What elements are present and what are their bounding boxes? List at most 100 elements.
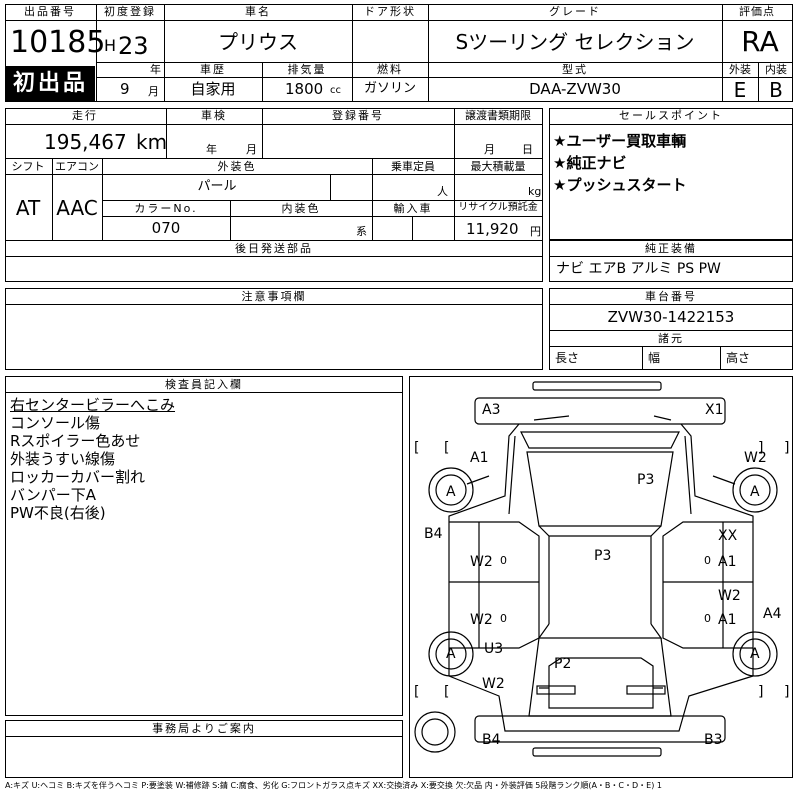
sales-point-section	[549, 108, 793, 240]
era: H	[104, 36, 117, 55]
dims-label: 諸元	[658, 332, 684, 345]
damage-mark: 0	[500, 554, 507, 567]
damage-mark: A	[750, 646, 760, 662]
history-label: 車歴	[200, 63, 226, 76]
damage-mark: A	[750, 484, 760, 500]
regno-label: 登録番号	[332, 109, 384, 122]
damage-mark: W2	[470, 554, 493, 570]
bracket: [	[414, 440, 420, 456]
damage-mark: W2	[718, 588, 741, 604]
sales-label: セールスポイント	[619, 109, 723, 122]
int-grade: B	[769, 78, 783, 102]
displacement-label: 排気量	[287, 63, 327, 76]
damage-mark: U3	[484, 641, 504, 657]
model: DAA-ZVW30	[529, 80, 621, 98]
sales-point-item: ★プッシュスタート	[553, 176, 687, 194]
caution-section	[5, 288, 543, 370]
door-label: ドア形状	[364, 5, 416, 18]
inspector-note: バンパー下A	[10, 486, 97, 504]
capacity-label: 乗車定員	[391, 160, 435, 173]
inspection-year: 年	[206, 143, 217, 156]
damage-mark: P2	[554, 656, 572, 672]
inspector-note: PW不良(右後)	[10, 504, 106, 522]
damage-mark: 0	[704, 612, 711, 625]
damage-mark: B3	[704, 732, 723, 748]
damage-mark: A	[446, 646, 456, 662]
transfer-day: 日	[522, 143, 533, 156]
year-number: 23	[118, 32, 149, 60]
ext-grade: E	[733, 78, 747, 102]
grade: Sツーリング セレクション	[455, 30, 695, 54]
month-unit: 月	[148, 85, 159, 98]
lot-number: 10185	[10, 25, 106, 60]
office-section	[5, 720, 403, 778]
color-no-label: カラーNo.	[134, 202, 198, 215]
score: RA	[741, 25, 779, 58]
inspector-notes-list: 右センタービラーへこみ コンソール傷 Rスポイラー色あせ 外装うすい線傷 ロッカ…	[10, 396, 175, 522]
exterior-color-label: 外装色	[217, 160, 257, 173]
chassis-number: ZVW30-1422153	[607, 308, 735, 326]
displacement: 1800	[285, 80, 324, 98]
score-label: 評価点	[739, 5, 775, 18]
color-no: 070	[151, 219, 181, 237]
bracket: [	[444, 440, 450, 456]
fuel: ガソリン	[363, 81, 417, 96]
equipment-section	[549, 240, 793, 282]
damage-mark: P3	[637, 472, 655, 488]
bracket: ]	[784, 440, 790, 456]
equipment-label: 純正装備	[645, 242, 697, 255]
car-name: プリウス	[218, 30, 298, 54]
recycle-unit: 円	[530, 225, 541, 238]
inspector-label: 検査員記入欄	[165, 378, 243, 391]
damage-mark: A1	[718, 554, 737, 570]
length-label: 長さ	[555, 351, 580, 365]
legend-text: A:キズ U:ヘコミ B:キズを伴うヘコミ P:要塗装 W:補修跡 S:錆 C:…	[5, 781, 662, 790]
damage-mark: A3	[482, 402, 501, 418]
damage-mark: B4	[424, 526, 443, 542]
reg-label: 初度登録	[104, 5, 156, 18]
damage-mark: W2	[482, 676, 505, 692]
shift: AT	[15, 196, 41, 220]
inspector-note: コンソール傷	[10, 414, 101, 432]
transfer-month: 月	[484, 143, 495, 156]
first-time-badge: 初出品	[6, 66, 95, 101]
recycle-amount: 11,920	[466, 220, 519, 238]
damage-mark: XX	[718, 528, 738, 544]
office-label: 事務局よりご案内	[152, 722, 256, 735]
damage-mark: W2	[744, 450, 767, 466]
ac: AAC	[56, 196, 98, 220]
interior-color-unit: 系	[356, 225, 367, 238]
width-label: 幅	[648, 351, 661, 365]
chassis-section	[549, 288, 793, 370]
damage-mark: 0	[500, 612, 507, 625]
height-label: 高さ	[726, 351, 751, 365]
damage-mark: P3	[594, 548, 612, 564]
lot-label: 出品番号	[24, 5, 76, 18]
sales-point-item: ★ユーザー買取車輌	[553, 132, 687, 150]
bracket: [	[414, 684, 420, 700]
caution-label: 注意事項欄	[241, 290, 307, 303]
mileage-label: 走行	[72, 109, 98, 122]
inspector-note: ロッカーカバー割れ	[10, 468, 146, 486]
bracket: ]	[758, 440, 764, 456]
recycle-label: リサイクル預託金	[458, 202, 538, 213]
damage-mark: A1	[470, 450, 489, 466]
mileage-unit: km	[136, 130, 168, 154]
grade-label: グレード	[549, 5, 601, 18]
ac-label: エアコン	[55, 160, 99, 173]
inspector-note: 外装うすい線傷	[10, 450, 116, 468]
damage-mark: A	[446, 484, 456, 500]
ext-label: 外装	[729, 63, 751, 76]
damage-mark: X1	[705, 402, 724, 418]
chassis-label: 車台番号	[645, 290, 697, 303]
capacity-unit: 人	[437, 185, 448, 198]
damage-mark: B4	[482, 732, 501, 748]
sales-point-list: ★ユーザー買取車輌 ★純正ナビ ★プッシュスタート	[553, 130, 686, 196]
inspector-notes-section	[5, 376, 403, 716]
displacement-unit: cc	[330, 85, 341, 96]
vehicle-info-section	[5, 108, 543, 282]
model-label: 型式	[562, 63, 588, 76]
max-load-label: 最大積載量	[470, 160, 526, 173]
inspector-note: Rスポイラー色あせ	[10, 432, 141, 450]
max-load-unit: kg	[528, 185, 542, 198]
